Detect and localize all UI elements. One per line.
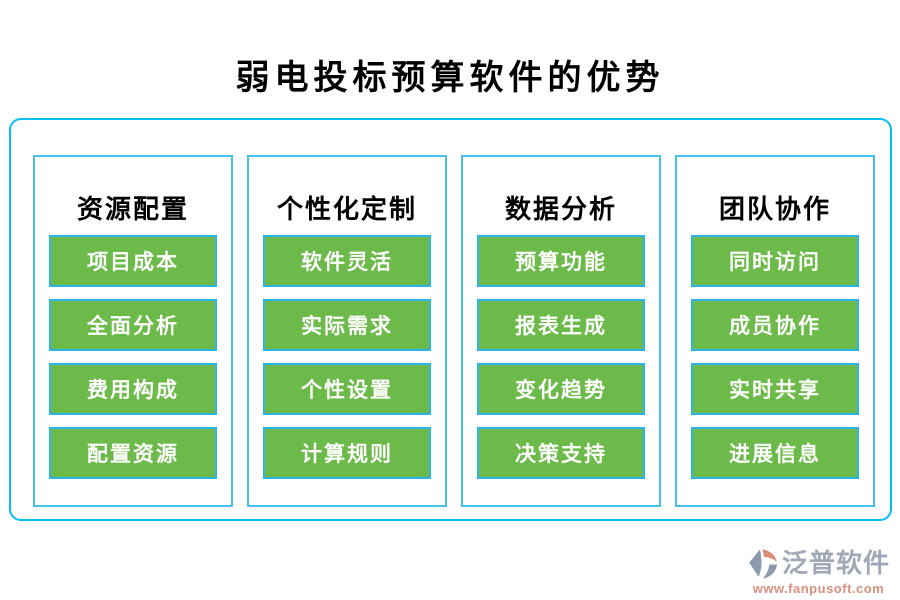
button-group: 同时访问 成员协作 实时共享 进展信息 <box>691 235 859 479</box>
feature-button[interactable]: 预算功能 <box>477 235 645 287</box>
fanpu-logo-icon <box>747 548 779 580</box>
column-header: 个性化定制 <box>276 194 417 224</box>
page-title: 弱电投标预算软件的优势 <box>235 60 665 97</box>
feature-button[interactable]: 项目成本 <box>49 235 217 287</box>
column-header: 团队协作 <box>718 194 831 224</box>
column-header: 数据分析 <box>504 194 617 224</box>
feature-columns: 资源配置 项目成本 全面分析 费用构成 配置资源 个性化定制 软件灵活 实际需求… <box>33 155 875 507</box>
feature-button[interactable]: 报表生成 <box>477 299 645 351</box>
feature-button[interactable]: 实际需求 <box>263 299 431 351</box>
feature-button[interactable]: 决策支持 <box>477 427 645 479</box>
brand-watermark: 泛普软件 www.fanpusoft.com <box>747 548 890 596</box>
feature-button[interactable]: 软件灵活 <box>263 235 431 287</box>
column-data-analysis: 数据分析 预算功能 报表生成 变化趋势 决策支持 <box>461 155 661 507</box>
brand-row: 泛普软件 <box>747 548 890 580</box>
feature-button[interactable]: 个性设置 <box>263 363 431 415</box>
column-resource-config: 资源配置 项目成本 全面分析 费用构成 配置资源 <box>33 155 233 507</box>
feature-button[interactable]: 进展信息 <box>691 427 859 479</box>
button-group: 预算功能 报表生成 变化趋势 决策支持 <box>477 235 645 479</box>
feature-button[interactable]: 变化趋势 <box>477 363 645 415</box>
button-group: 软件灵活 实际需求 个性设置 计算规则 <box>263 235 431 479</box>
column-team-collaboration: 团队协作 同时访问 成员协作 实时共享 进展信息 <box>675 155 875 507</box>
column-personalization: 个性化定制 软件灵活 实际需求 个性设置 计算规则 <box>247 155 447 507</box>
feature-button[interactable]: 配置资源 <box>49 427 217 479</box>
button-group: 项目成本 全面分析 费用构成 配置资源 <box>49 235 217 479</box>
feature-button[interactable]: 全面分析 <box>49 299 217 351</box>
brand-url: www.fanpusoft.com <box>752 581 885 596</box>
feature-button[interactable]: 实时共享 <box>691 363 859 415</box>
feature-button[interactable]: 成员协作 <box>691 299 859 351</box>
feature-button[interactable]: 同时访问 <box>691 235 859 287</box>
feature-button[interactable]: 计算规则 <box>263 427 431 479</box>
feature-button[interactable]: 费用构成 <box>49 363 217 415</box>
column-header: 资源配置 <box>76 194 189 224</box>
brand-name: 泛普软件 <box>781 549 890 578</box>
